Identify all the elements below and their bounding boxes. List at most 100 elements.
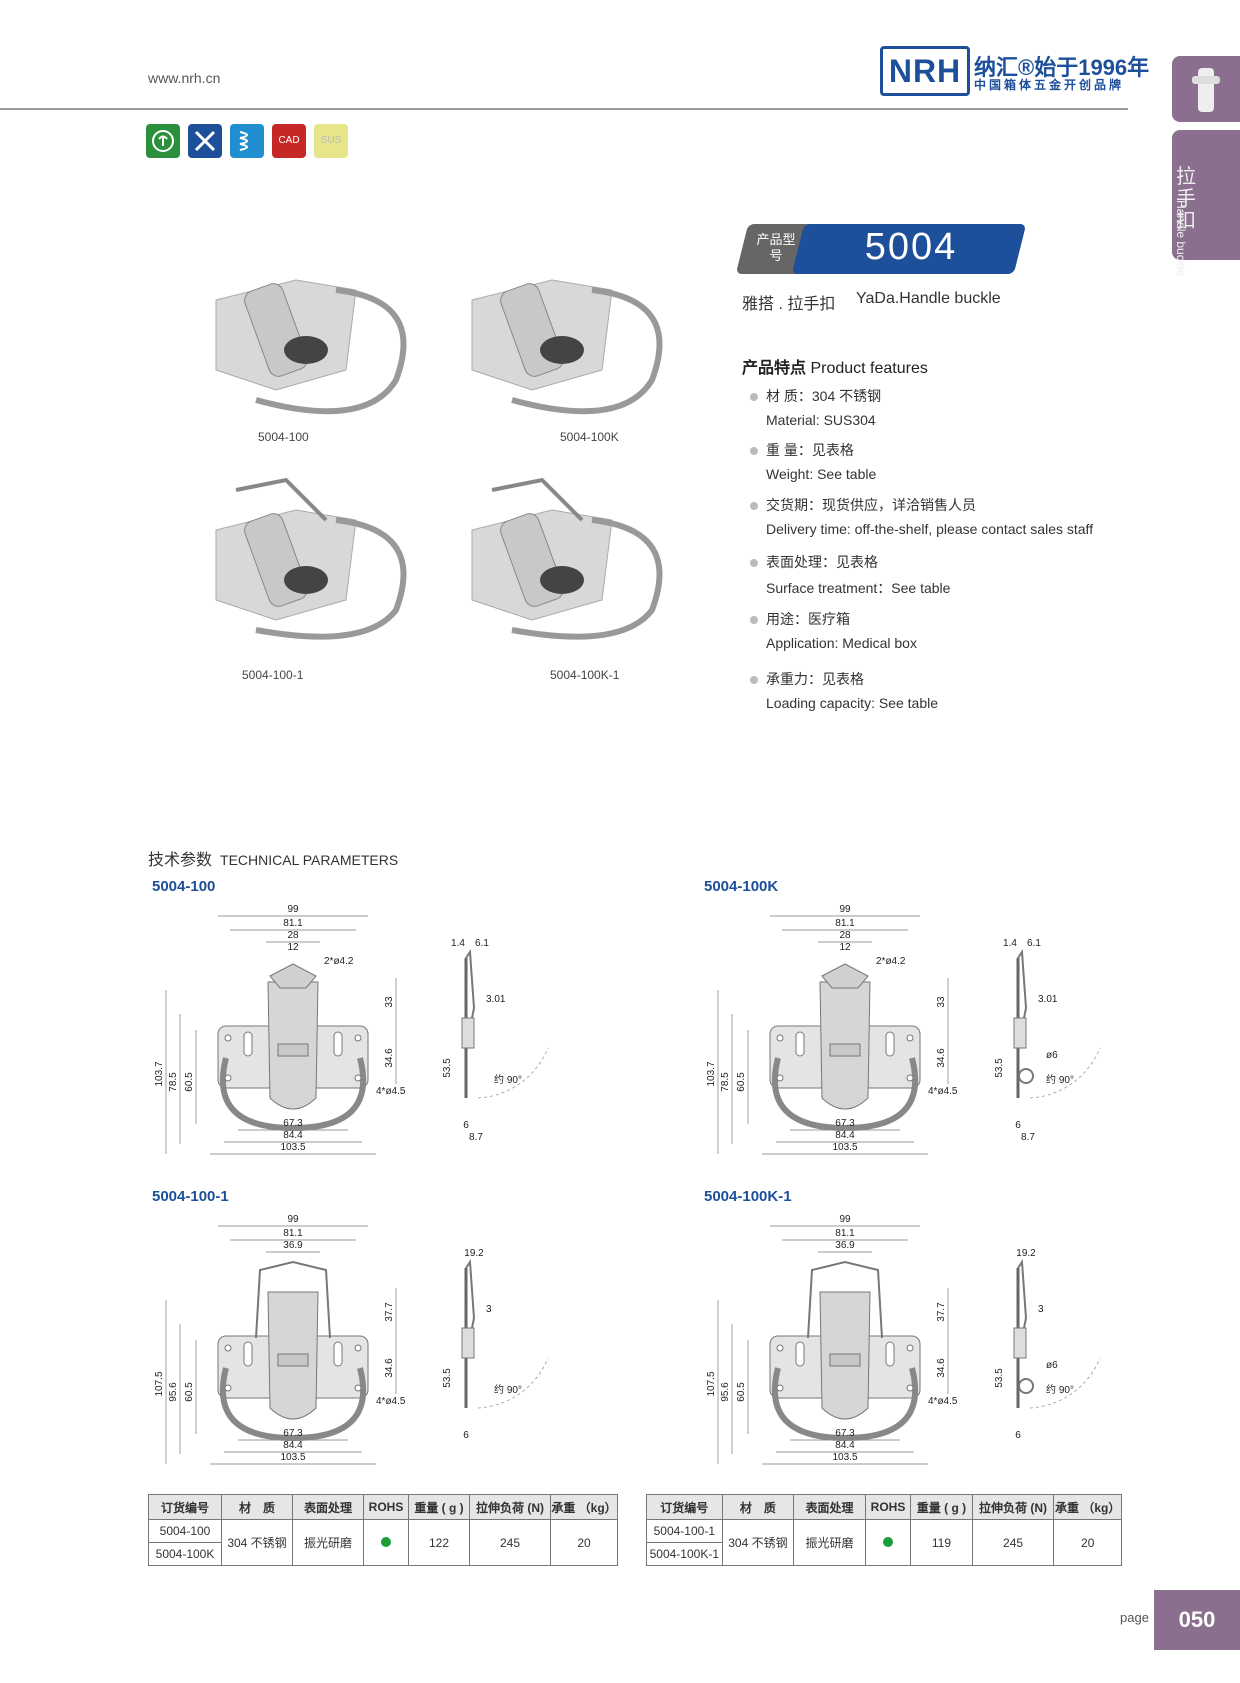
weight-cell: 122 xyxy=(408,1519,470,1566)
dimension-label: 103.5 xyxy=(832,1142,857,1153)
tension-cell: 245 xyxy=(971,1519,1055,1566)
dimension-label: 67.3 xyxy=(283,1428,303,1439)
features-heading-cn: 产品特点 xyxy=(742,360,807,377)
dimension-label: 8.7 xyxy=(1021,1132,1035,1143)
dimension-label: 103.7 xyxy=(154,1061,165,1086)
photo-label: 5004-100K-1 xyxy=(550,668,620,682)
dimension-label: ø6 xyxy=(1046,1360,1058,1371)
th-load: 承重 （kg） xyxy=(1053,1494,1122,1520)
dimension-label: 103.5 xyxy=(280,1142,305,1153)
product-name-cn: 雅搭 . 拉手扣 xyxy=(742,296,836,313)
dimension-label: 约 90° xyxy=(1046,1073,1074,1086)
spec-table-left: 订货编号 材 质 表面处理 ROHS 重量 ( g ) 拉伸负荷 (N) 承重 … xyxy=(148,1494,618,1566)
feature-en: Loading capacity: See table xyxy=(766,695,939,711)
dimension-label: 36.9 xyxy=(283,1240,303,1251)
dimension-label: 12 xyxy=(287,942,299,953)
dimension-label: 3 xyxy=(486,1304,492,1315)
nrh-logo: NRH xyxy=(880,46,970,96)
dimension-label: 99 xyxy=(839,1214,851,1225)
handle-buckle-icon xyxy=(1192,68,1220,112)
feature-cn: 重 量：见表格 xyxy=(766,442,854,458)
feature-en: Surface treatment：See table xyxy=(766,580,951,596)
surface-cell: 振光研磨 xyxy=(793,1519,866,1566)
dimension-label: 53.5 xyxy=(994,1058,1005,1078)
dimension-label: 33 xyxy=(936,996,947,1008)
website-url: www.nrh.cn xyxy=(148,70,221,86)
rohs-cell xyxy=(864,1519,912,1566)
dimension-label: 107.5 xyxy=(706,1371,717,1396)
feature-item: 材 质：304 不锈钢 Material: SUS304 xyxy=(750,386,881,428)
dimension-label: 33 xyxy=(384,996,395,1008)
dimension-label: 95.6 xyxy=(168,1382,179,1402)
photo-label: 5004-100 xyxy=(258,430,309,444)
load-cell: 20 xyxy=(1053,1519,1122,1566)
page-number: 050 xyxy=(1154,1590,1240,1650)
dimension-label: 4*ø4.5 xyxy=(928,1396,958,1407)
load-cell: 20 xyxy=(550,1519,618,1566)
dimension-label: 6.1 xyxy=(1027,938,1041,949)
dimension-label: 34.6 xyxy=(384,1358,395,1378)
th-code: 订货编号 xyxy=(646,1494,723,1520)
dimension-label: 6 xyxy=(1015,1430,1021,1441)
product-photo-5004-100K-1 xyxy=(471,477,663,640)
dimension-label: 约 90° xyxy=(494,1073,522,1086)
model-badge: 产品型号 xyxy=(756,232,796,263)
feature-cn: 交货期：现货供应，详洽销售人员 xyxy=(766,497,976,513)
dimension-label: 53.5 xyxy=(442,1058,453,1078)
th-surface: 表面处理 xyxy=(292,1494,364,1520)
tools-icon xyxy=(188,124,222,158)
model-number: 5004 xyxy=(864,226,958,268)
photo-label: 5004-100-1 xyxy=(242,668,304,682)
dimension-label: 103.5 xyxy=(832,1452,857,1463)
dimension-label: 60.5 xyxy=(184,1382,195,1402)
surface-cell: 振光研磨 xyxy=(292,1519,364,1566)
dimension-label: 103.5 xyxy=(280,1452,305,1463)
rohs-cell xyxy=(363,1519,409,1566)
code-cell: 5004-100K xyxy=(148,1542,222,1566)
dimension-label: 84.4 xyxy=(835,1130,855,1141)
product-photo-5004-100 xyxy=(215,279,407,415)
sus-icon: SUS xyxy=(314,124,348,158)
feature-en: Material: SUS304 xyxy=(766,412,876,428)
dimension-label: 53.5 xyxy=(442,1368,453,1388)
dimension-label: 6 xyxy=(463,1430,469,1441)
category-tab-en: Handle buckle xyxy=(1174,200,1188,277)
code-cell: 5004-100-1 xyxy=(646,1519,723,1543)
dimension-label: 12 xyxy=(839,942,851,953)
code-cell: 5004-100K-1 xyxy=(646,1542,723,1566)
dimension-label: 84.4 xyxy=(835,1440,855,1451)
dimension-label: 约 90° xyxy=(494,1383,522,1396)
features-heading: 产品特点 Product features xyxy=(742,354,928,378)
feature-item: 表面处理：见表格 Surface treatment：See table xyxy=(750,552,950,598)
material-cell: 304 不锈钢 xyxy=(221,1519,293,1566)
th-load: 承重 （kg） xyxy=(550,1494,618,1520)
dimension-label: 19.2 xyxy=(464,1248,484,1259)
dimension-label: 37.7 xyxy=(384,1302,395,1322)
dimension-label: 6.1 xyxy=(475,938,489,949)
dimension-label: 67.3 xyxy=(835,1118,855,1129)
dimension-label: 81.1 xyxy=(835,918,855,929)
dimension-label: 67.3 xyxy=(835,1428,855,1439)
dimension-label: 81.1 xyxy=(283,1228,303,1239)
dimension-label: 84.4 xyxy=(283,1440,303,1451)
tension-cell: 245 xyxy=(469,1519,551,1566)
th-material: 材 质 xyxy=(221,1494,293,1520)
code-cell: 5004-100 xyxy=(148,1519,222,1543)
technical-title-en: TECHNICAL PARAMETERS xyxy=(220,852,399,868)
dimension-label: 2*ø4.2 xyxy=(324,956,354,967)
th-surface: 表面处理 xyxy=(793,1494,866,1520)
feature-item: 用途：医疗箱 Application: Medical box xyxy=(750,609,917,651)
th-rohs: ROHS xyxy=(363,1494,409,1520)
product-name-en: YaDa.Handle buckle xyxy=(856,290,1001,307)
feature-en: Application: Medical box xyxy=(766,635,917,651)
dimension-label: 37.7 xyxy=(936,1302,947,1322)
spec-table-right: 订货编号 材 质 表面处理 ROHS 重量 ( g ) 拉伸负荷 (N) 承重 … xyxy=(646,1494,1122,1566)
dimension-label: 6 xyxy=(463,1120,469,1131)
feature-en: Weight: See table xyxy=(766,466,877,482)
dimension-label: 3.01 xyxy=(1038,994,1058,1005)
dimension-label: 53.5 xyxy=(994,1368,1005,1388)
dimension-label: 60.5 xyxy=(736,1072,747,1092)
